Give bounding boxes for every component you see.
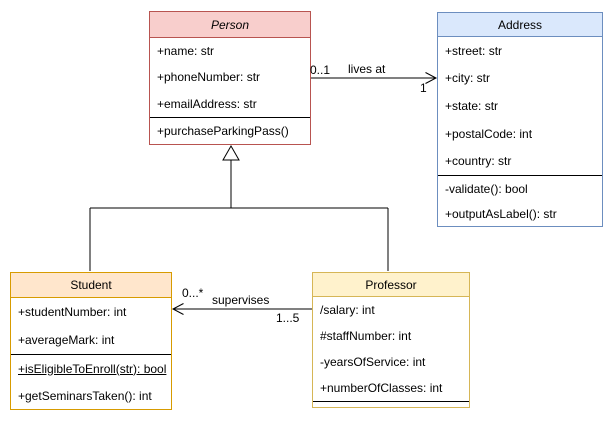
attribute-row: +phoneNumber: str [157,70,261,85]
attribute-row: +street: str [445,43,503,58]
class-student-methods: +isEligibleToEnroll(str): bool +getSemin… [11,354,171,409]
supervises-association-line[interactable] [171,303,312,315]
class-address-attributes: +street: str +city: str +state: str +pos… [438,37,602,175]
class-address-title: Address [438,13,602,37]
attribute-row: +postalCode: int [445,126,533,141]
attribute-row: #staffNumber: int [320,329,412,343]
attribute-row: +studentNumber: int [18,305,127,319]
method-row: +outputAsLabel(): str [445,206,557,221]
class-address-methods: -validate(): bool +outputAsLabel(): str [438,175,602,226]
supervises-label: supervises [212,293,270,307]
attribute-row: -yearsOfService: int [320,355,426,369]
class-person-title: Person [150,12,310,38]
attribute-row: +state: str [445,98,499,113]
class-professor[interactable]: Professor /salary: int #staffNumber: int… [312,272,470,408]
class-student[interactable]: Student +studentNumber: int +averageMark… [10,272,172,410]
attribute-row: +numberOfClasses: int [320,381,443,395]
inheritance-connector[interactable] [89,144,389,271]
class-address[interactable]: Address +street: str +city: str +state: … [437,12,603,227]
open-arrowhead-right-icon [425,72,438,84]
class-person-methods: +purchaseParkingPass() [150,117,310,144]
attribute-row: +city: str [445,71,491,86]
lives-at-label: lives at [348,62,386,76]
class-person[interactable]: Person +name: str +phoneNumber: str +ema… [149,11,311,145]
class-professor-methods [313,401,469,407]
supervises-source-multiplicity: 1...5 [276,311,300,325]
lives-at-target-multiplicity: 1 [420,81,427,95]
attribute-row: +country: str [445,154,512,169]
class-professor-attributes: /salary: int #staffNumber: int -yearsOfS… [313,297,469,401]
class-student-title: Student [11,273,171,298]
method-row: +purchaseParkingPass() [157,124,289,138]
attribute-row: +name: str [157,44,215,59]
open-arrowhead-left-icon [171,303,184,315]
method-row: -validate(): bool [445,181,528,196]
attribute-row: /salary: int [320,303,375,317]
method-row: +isEligibleToEnroll(str): bool [18,361,167,376]
lives-at-source-multiplicity: 0..1 [310,63,331,77]
method-row: +getSeminarsTaken(): int [18,388,152,403]
attribute-row: +averageMark: int [18,333,115,347]
class-professor-title: Professor [313,273,469,297]
attribute-row: +emailAddress: str [157,96,257,111]
class-student-attributes: +studentNumber: int +averageMark: int [11,298,171,354]
lives-at-association-line[interactable] [311,72,438,84]
hollow-triangle-arrowhead-icon [222,144,240,161]
class-person-attributes: +name: str +phoneNumber: str +emailAddre… [150,38,310,117]
supervises-target-multiplicity: 0...* [182,286,204,300]
